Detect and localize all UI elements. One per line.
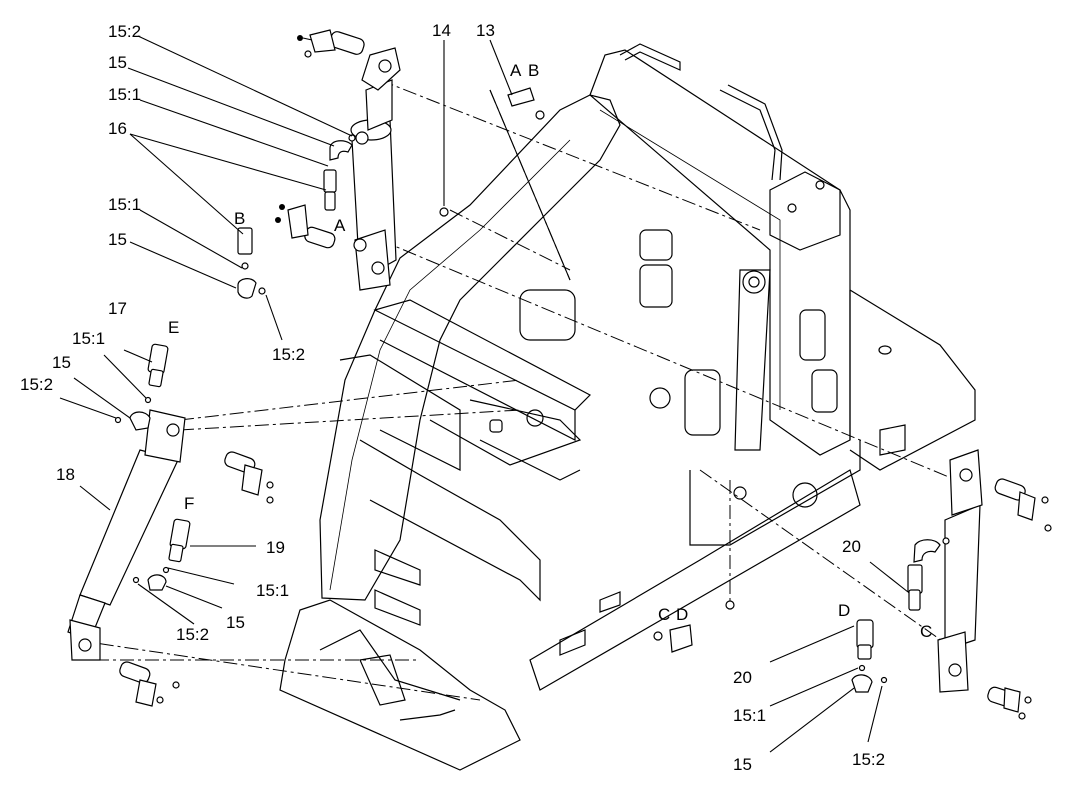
fitting-20-bottom xyxy=(851,619,888,693)
callout-15-1-mid: 15:1 xyxy=(108,195,141,214)
upper-lift-cylinder xyxy=(350,47,401,291)
fitting-16-mid xyxy=(237,227,266,299)
callout-15-2-right: 15:2 xyxy=(852,750,885,769)
callout-15-1-low: 15:1 xyxy=(256,581,289,600)
port-f-fitting: F xyxy=(184,494,194,513)
right-lift-cylinder xyxy=(937,449,983,693)
fitting-16-top xyxy=(323,169,337,211)
callout-15-left: 15 xyxy=(52,353,71,372)
callout-16: 16 xyxy=(108,119,127,138)
port-c-cylinder: C xyxy=(920,622,932,641)
left-cylinder-pin-bottom xyxy=(119,661,180,707)
right-cylinder-pin-top xyxy=(994,478,1052,532)
callout-15-2-top: 15:2 xyxy=(108,22,141,41)
port-a-bracket: A xyxy=(510,61,522,80)
callout-18: 18 xyxy=(56,465,75,484)
port-d-bracket: D xyxy=(676,605,688,624)
fitting-17 xyxy=(114,343,169,431)
fitting-20-right xyxy=(907,537,950,611)
callout-15-1-top: 15:1 xyxy=(108,85,141,104)
callout-15-mid: 15 xyxy=(108,230,127,249)
callout-15-right: 15 xyxy=(733,755,752,774)
right-cylinder-pin-bottom xyxy=(987,686,1032,720)
port-e-fitting: E xyxy=(168,318,179,337)
callout-14: 14 xyxy=(432,21,451,40)
bracket-cd xyxy=(653,624,693,653)
port-d-fitting: D xyxy=(838,601,850,620)
leader-lines xyxy=(59,35,909,753)
loader-frame xyxy=(279,43,976,771)
port-a-cylinder: A xyxy=(334,216,346,235)
fitting-15-top xyxy=(329,134,356,161)
upper-cylinder-pin-top xyxy=(297,29,365,58)
callout-15-1-right: 15:1 xyxy=(733,706,766,725)
port-b-cylinder: B xyxy=(234,209,245,228)
upper-cylinder-pin-bottom xyxy=(275,204,336,249)
callout-15-2-low: 15:2 xyxy=(176,625,209,644)
plug-14 xyxy=(439,207,449,217)
port-letters: A B A B E F C D D C xyxy=(168,61,932,641)
callout-17: 17 xyxy=(108,299,127,318)
callout-15-1-left: 15:1 xyxy=(72,329,105,348)
callout-20-bottom: 20 xyxy=(733,668,752,687)
left-lift-cylinder-18 xyxy=(67,409,186,661)
callout-15-top: 15 xyxy=(108,53,127,72)
callout-labels: 15:2 15 15:1 16 15:1 15 15:2 14 13 17 15… xyxy=(20,21,885,774)
left-cylinder-pin-right xyxy=(224,451,274,504)
fitting-19 xyxy=(132,518,191,591)
callout-20-right: 20 xyxy=(842,537,861,556)
callout-13: 13 xyxy=(476,21,495,40)
port-c-bracket: C xyxy=(658,605,670,624)
callout-15-low: 15 xyxy=(226,613,245,632)
plug-lower xyxy=(725,600,735,610)
callout-19: 19 xyxy=(266,538,285,557)
bracket-13-ab xyxy=(507,87,545,120)
callout-15-2-left: 15:2 xyxy=(20,375,53,394)
callout-15-2-mid: 15:2 xyxy=(272,345,305,364)
port-b-bracket: B xyxy=(528,61,539,80)
